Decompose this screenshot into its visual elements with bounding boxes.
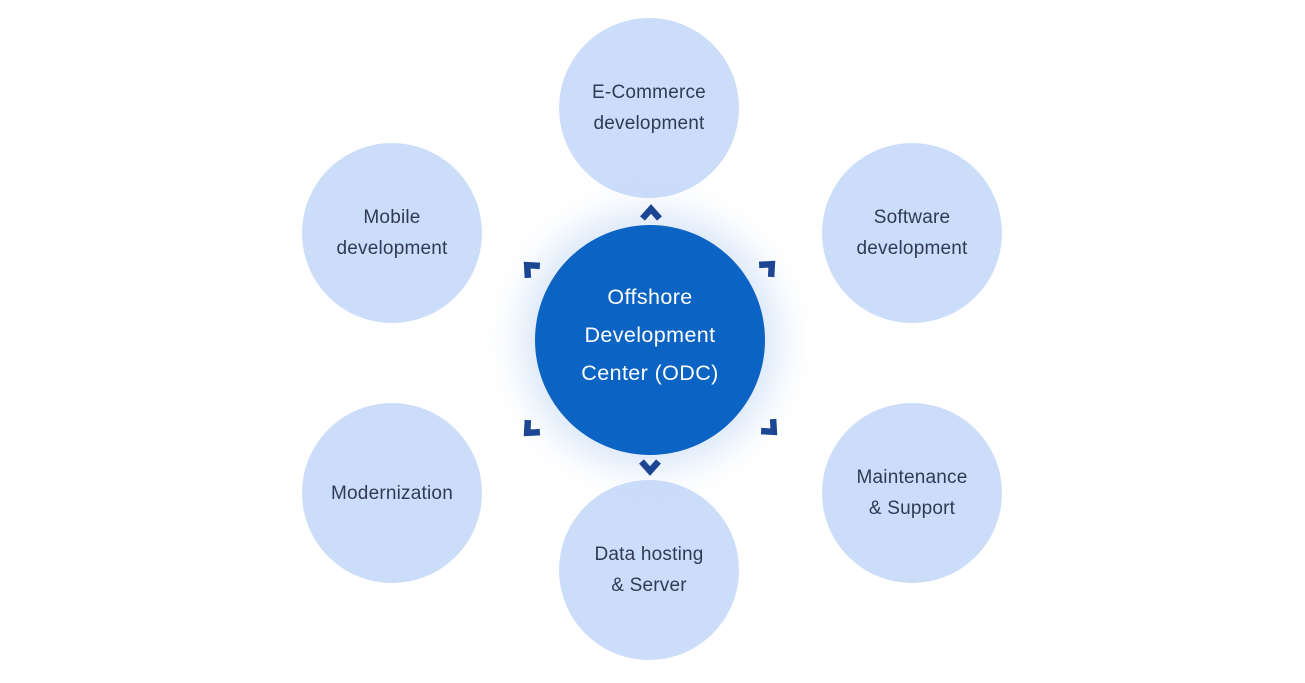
chevron-up-right-icon — [754, 252, 784, 282]
satellite-mobile-development: Mobile development — [302, 143, 482, 323]
satellite-maintenance-support: Maintenance & Support — [822, 403, 1002, 583]
satellite-label: Software development — [856, 207, 968, 259]
center-hub: Offshore Development Center (ODC) — [535, 225, 765, 455]
satellite-label: Data hosting & Server — [594, 544, 704, 596]
center-hub-label: Offshore Development Center (ODC) — [581, 285, 719, 385]
satellite-modernization: Modernization — [302, 403, 482, 583]
satellite-label: Mobile development — [336, 207, 448, 259]
satellite-data-hosting-server: Data hosting & Server — [559, 480, 739, 660]
chevron-down-left-icon — [515, 415, 545, 445]
chevron-down-right-icon — [756, 414, 786, 444]
satellite-e-commerce-development: E-Commerce development — [559, 18, 739, 198]
satellite-label: Modernization — [331, 482, 453, 504]
satellite-software-development: Software development — [822, 143, 1002, 323]
chevron-up-icon — [639, 204, 663, 222]
satellite-label: Maintenance & Support — [856, 467, 968, 519]
chevron-up-left-icon — [515, 253, 545, 283]
chevron-down-icon — [638, 458, 662, 476]
satellite-label: E-Commerce development — [592, 82, 706, 134]
